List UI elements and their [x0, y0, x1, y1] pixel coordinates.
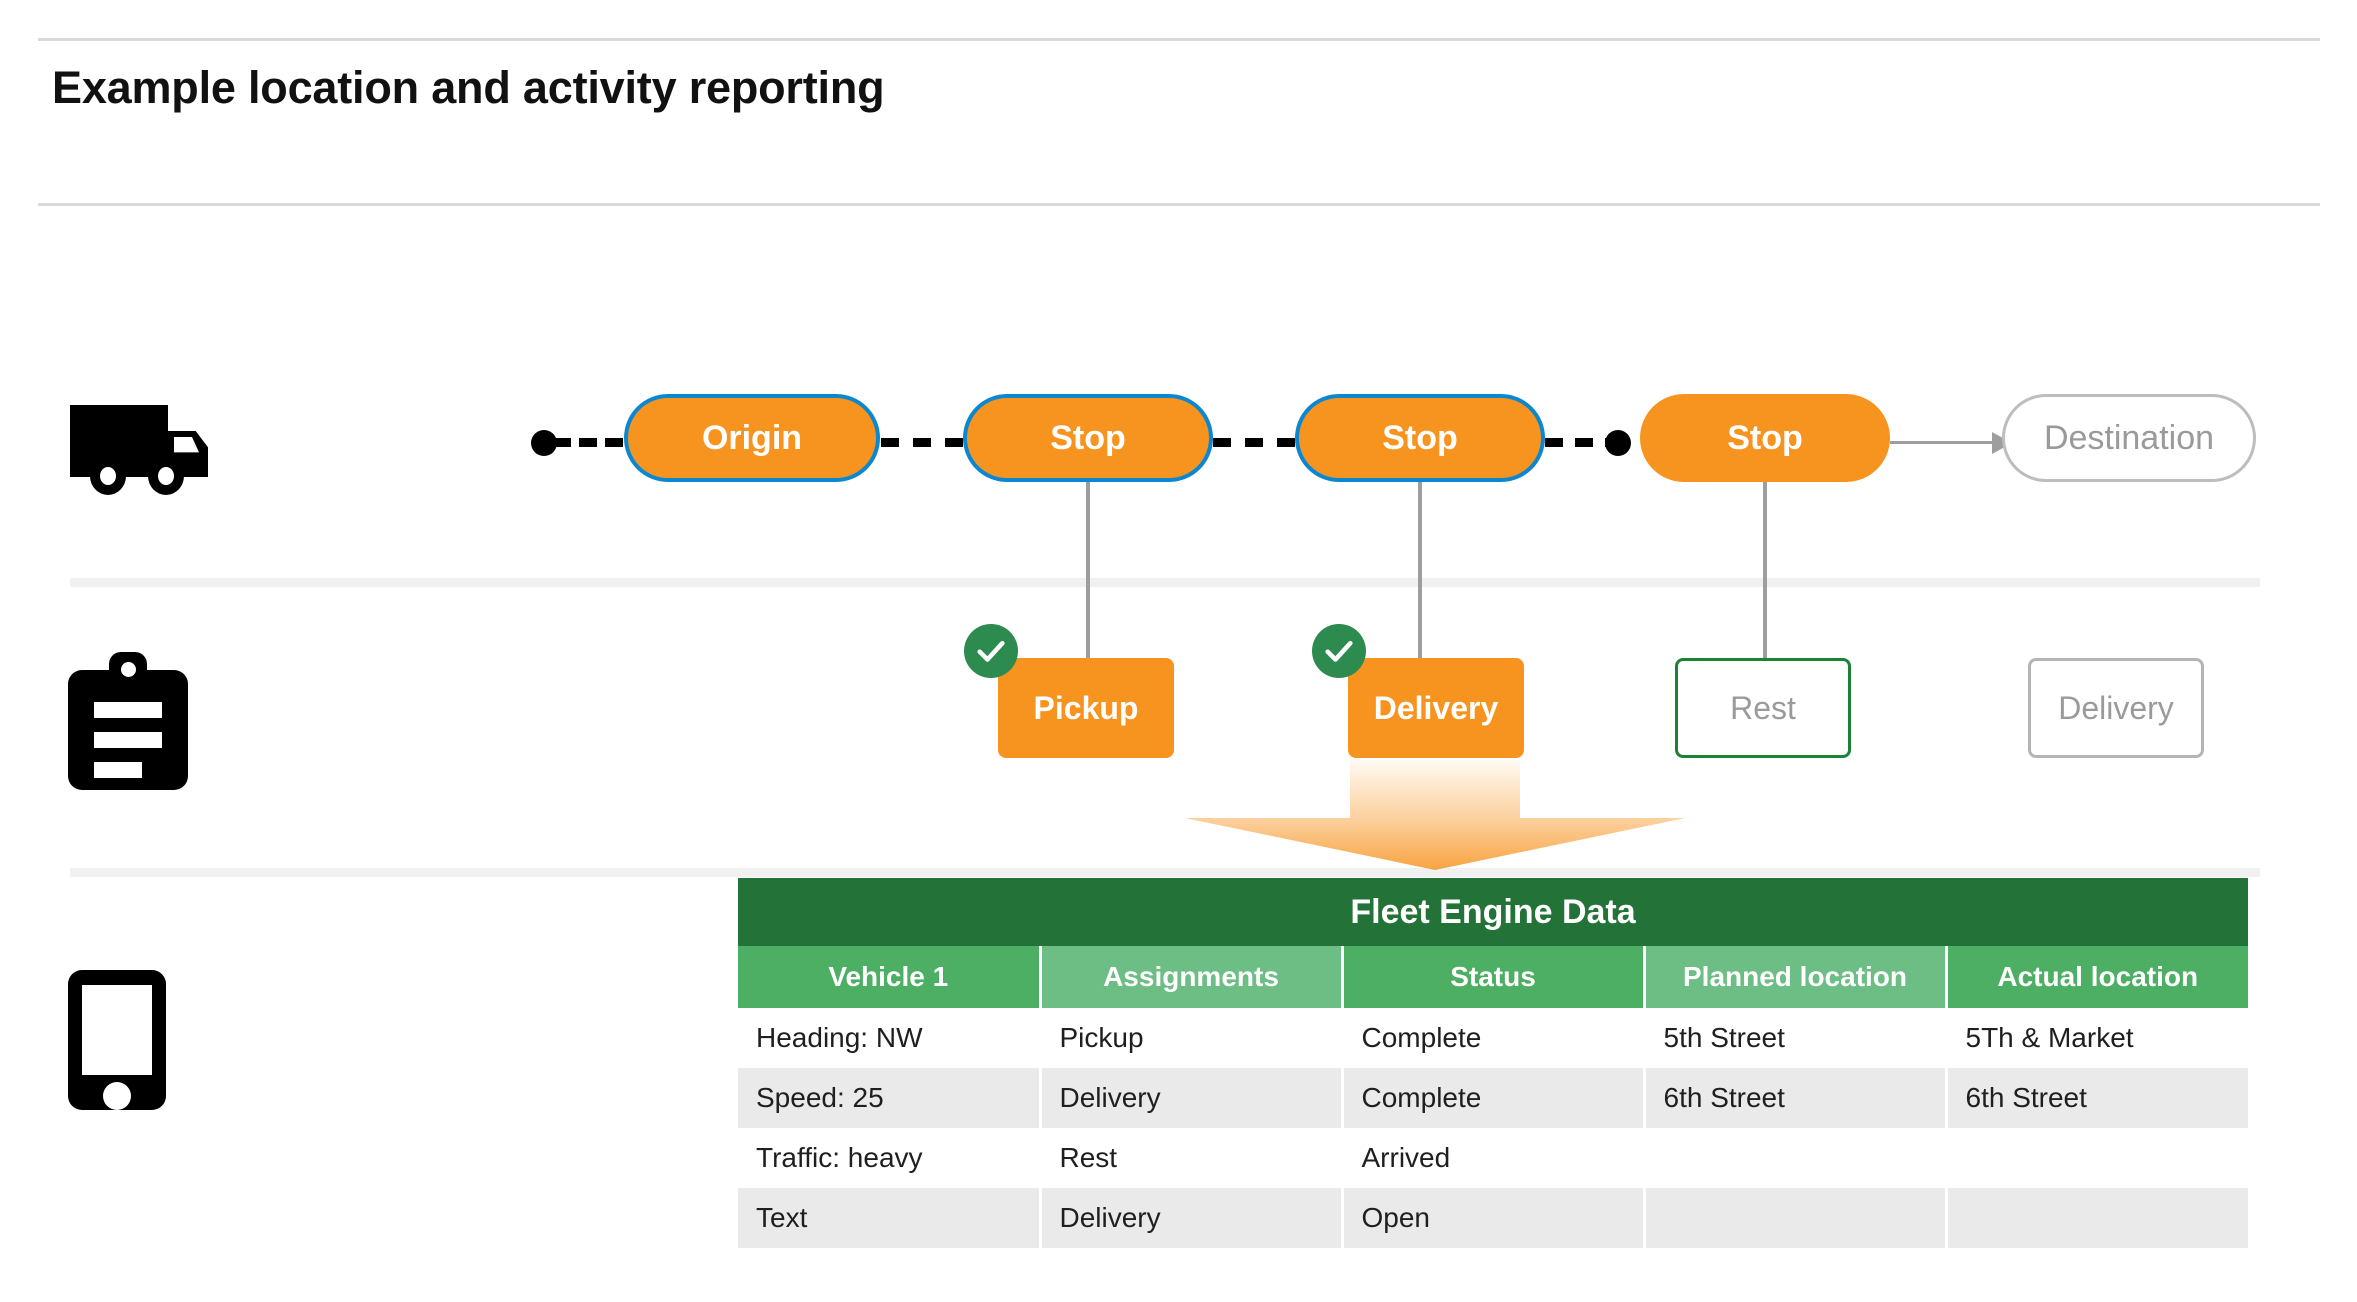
cell-status: Complete	[1342, 1008, 1646, 1068]
route-stop-label: Stop	[1050, 418, 1126, 457]
column-header-assignments[interactable]: Assignments	[1040, 946, 1344, 1008]
route-stop-label: Stop	[1382, 418, 1458, 457]
cell-vehicle: Speed: 25	[738, 1068, 1042, 1128]
cell-assignment: Delivery	[1040, 1068, 1344, 1128]
connector-stop3-rest	[1763, 482, 1767, 662]
route-dash-0	[553, 438, 623, 447]
activity-label: Pickup	[1033, 689, 1139, 726]
route-mid-dot	[1605, 430, 1631, 456]
route-stop-1[interactable]: Stop	[963, 394, 1213, 482]
table-row: Speed: 25 Delivery Complete 6th Street 6…	[738, 1068, 2248, 1128]
check-icon-pickup	[964, 624, 1018, 678]
column-header-status[interactable]: Status	[1342, 946, 1646, 1008]
route-dash-2	[1213, 438, 1295, 447]
activity-label: Delivery	[2058, 689, 2174, 726]
page-title: Example location and activity reporting	[52, 62, 885, 113]
connector-stop1-pickup	[1086, 482, 1090, 662]
cell-actual	[1946, 1128, 2248, 1188]
cell-planned	[1644, 1128, 1948, 1188]
connector-stop2-delivery	[1418, 482, 1422, 662]
route-stop-label: Stop	[1727, 418, 1803, 457]
activity-rest[interactable]: Rest	[1675, 658, 1851, 758]
cell-actual: 5Th & Market	[1946, 1008, 2248, 1068]
cell-planned: 6th Street	[1644, 1068, 1948, 1128]
cell-actual	[1946, 1188, 2248, 1248]
clipboard-icon	[68, 652, 188, 790]
cell-status: Arrived	[1342, 1128, 1646, 1188]
route-stop-label: Origin	[701, 418, 803, 457]
route-dash-1	[881, 438, 963, 447]
activity-delivery-1[interactable]: Delivery	[1348, 658, 1524, 758]
cell-planned	[1644, 1188, 1948, 1248]
data-flow-arrow-icon	[1175, 760, 1695, 870]
cell-vehicle: Traffic: heavy	[738, 1128, 1042, 1188]
cell-actual: 6th Street	[1946, 1068, 2248, 1128]
column-header-actual-location[interactable]: Actual location	[1946, 946, 2248, 1008]
cell-status: Complete	[1342, 1068, 1646, 1128]
cell-vehicle: Text	[738, 1188, 1042, 1248]
route-stop-destination[interactable]: Destination	[2002, 394, 2256, 482]
route-stop-label: Destination	[2043, 418, 2215, 457]
cell-status: Open	[1342, 1188, 1646, 1248]
header-divider-top	[38, 38, 2320, 41]
route-stop-2[interactable]: Stop	[1295, 394, 1545, 482]
header-divider-bottom	[38, 203, 2320, 206]
activity-delivery-2[interactable]: Delivery	[2028, 658, 2204, 758]
column-header-planned-location[interactable]: Planned location	[1644, 946, 1948, 1008]
table-row: Traffic: heavy Rest Arrived	[738, 1128, 2248, 1188]
check-icon-delivery	[1312, 624, 1366, 678]
cell-assignment: Rest	[1040, 1128, 1344, 1188]
destination-arrow-line	[1890, 441, 1995, 444]
route-dash-3	[1545, 438, 1623, 447]
route-start-dot	[531, 430, 557, 456]
cell-assignment: Pickup	[1040, 1008, 1344, 1068]
table-row: Text Delivery Open	[738, 1188, 2248, 1248]
activity-pickup[interactable]: Pickup	[998, 658, 1174, 758]
table-title: Fleet Engine Data	[738, 878, 2248, 946]
section-divider-activity-device	[70, 868, 2260, 877]
truck-icon	[70, 405, 225, 495]
activity-label: Delivery	[1373, 689, 1499, 726]
cell-vehicle: Heading: NW	[738, 1008, 1042, 1068]
route-stop-3[interactable]: Stop	[1640, 394, 1890, 482]
cell-assignment: Delivery	[1040, 1188, 1344, 1248]
table-row: Heading: NW Pickup Complete 5th Street 5…	[738, 1008, 2248, 1068]
column-header-vehicle[interactable]: Vehicle 1	[738, 946, 1042, 1008]
route-stop-origin[interactable]: Origin	[624, 394, 880, 482]
fleet-engine-data-table: Fleet Engine Data Vehicle 1 Assignments …	[738, 878, 2248, 1248]
mobile-phone-icon	[68, 970, 166, 1110]
activity-label: Rest	[1730, 689, 1796, 726]
cell-planned: 5th Street	[1644, 1008, 1948, 1068]
section-divider-vehicle-activity	[70, 578, 2260, 587]
table-header-row: Vehicle 1 Assignments Status Planned loc…	[738, 946, 2248, 1008]
